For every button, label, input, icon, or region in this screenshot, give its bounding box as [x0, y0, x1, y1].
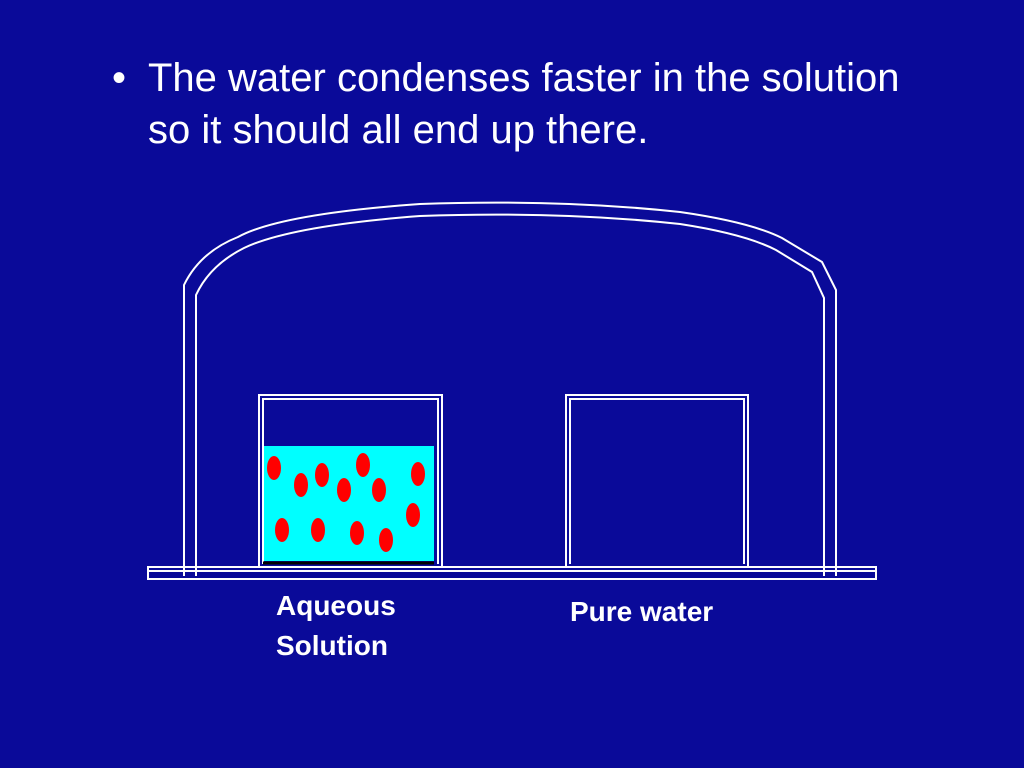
left-beaker-inner: [262, 398, 439, 564]
right-beaker-outer: [565, 394, 749, 568]
left-beaker-outer: [258, 394, 443, 568]
bell-jar: [183, 201, 837, 576]
solute-particle: [406, 503, 420, 527]
label-aqueous-line-2: Solution: [276, 630, 388, 661]
solute-particles: [267, 453, 425, 552]
label-pure-water: Pure water: [570, 596, 714, 627]
right-beaker: [565, 394, 749, 568]
base-plate-outline: [147, 566, 877, 580]
bell-jar-inner: [195, 213, 825, 576]
label-aqueous-line-1: Aqueous: [276, 590, 396, 621]
solute-particle: [411, 462, 425, 486]
solute-particle: [372, 478, 386, 502]
solute-particle: [311, 518, 325, 542]
base-plate: [147, 566, 877, 580]
solute-particle: [379, 528, 393, 552]
label-aqueous-solution: Aqueous Solution: [276, 586, 396, 666]
bullet-item: • The water condenses faster in the solu…: [112, 52, 972, 156]
bullet-list: • The water condenses faster in the solu…: [112, 52, 972, 156]
left-beaker: [258, 394, 443, 568]
solute-particle: [356, 453, 370, 477]
solute-particle: [275, 518, 289, 542]
bell-jar-outer: [183, 201, 837, 576]
solute-particle: [315, 463, 329, 487]
bullet-text: The water condenses faster in the soluti…: [148, 56, 900, 152]
solute-particle: [337, 478, 351, 502]
right-beaker-inner: [569, 398, 745, 564]
solution-fill: [263, 446, 434, 561]
bullet-marker: •: [112, 56, 127, 100]
solute-particle: [267, 456, 281, 480]
solute-particle: [350, 521, 364, 545]
solute-particle: [294, 473, 308, 497]
